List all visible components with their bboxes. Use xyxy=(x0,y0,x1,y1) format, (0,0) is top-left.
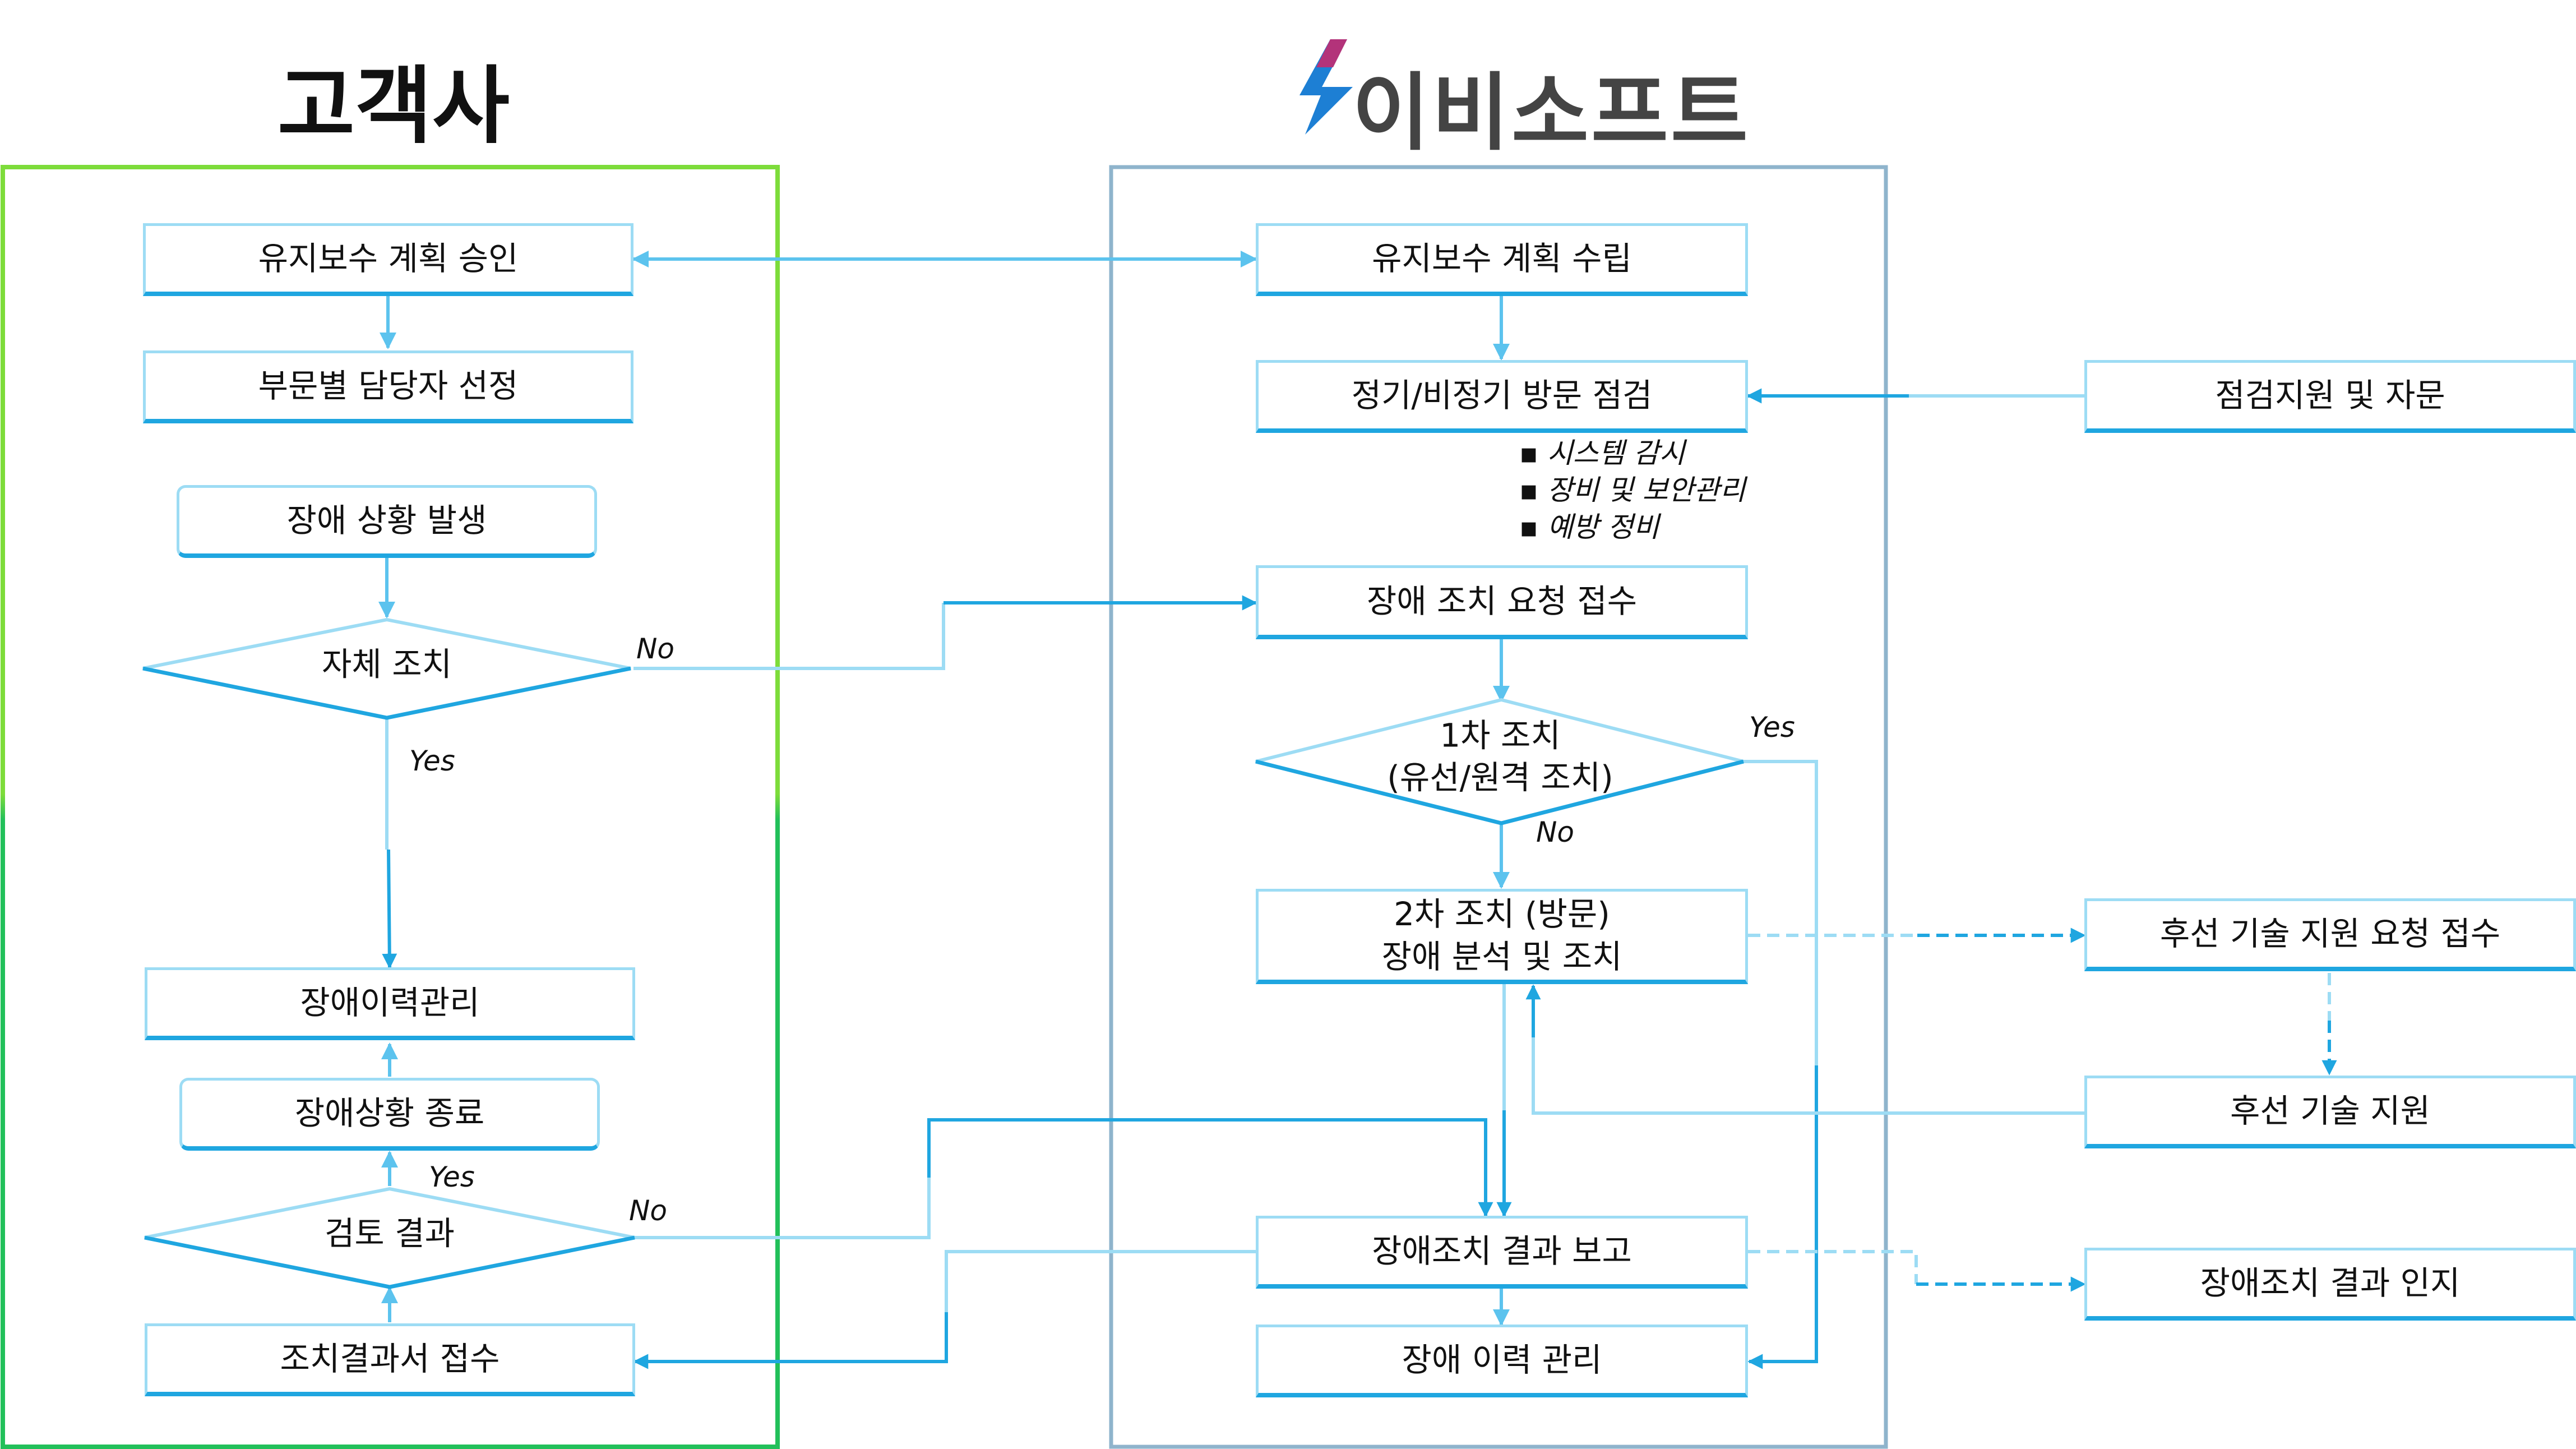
first-action-yes-label: Yes xyxy=(1749,711,1795,744)
first-action-line2: (유선/원격 조치) xyxy=(1387,759,1613,797)
report-box: 장애조치 결과 보고 xyxy=(1256,1216,1748,1289)
connector-review-no xyxy=(927,1118,1493,1217)
inspection-item: 예방 정비 xyxy=(1519,509,1746,546)
customer-title: 고객사 xyxy=(278,58,510,155)
support-advice-box: 점검지원 및 자문 xyxy=(2084,360,2576,433)
vendor-request-box: 후선 기술 지원 요청 접수 xyxy=(2084,898,2576,971)
connector-first-yes xyxy=(1741,760,1818,1065)
receive-report-box: 조치결과서 접수 xyxy=(145,1323,635,1396)
decision-first-action-edge xyxy=(1255,759,1744,825)
vendor-support-box: 후선 기술 지원 xyxy=(2084,1076,2576,1148)
inspection-box: 정기/비정기 방문 점검 xyxy=(1256,360,1748,433)
inspection-items: 시스템 감시 장비 및 보안관리 예방 정비 xyxy=(1519,435,1746,546)
customer-lane-frame xyxy=(1,165,780,1449)
review-result-label: 검토 결과 xyxy=(325,1214,455,1253)
incident-occurs-box: 장애 상황 발생 xyxy=(177,485,597,558)
provider-lane-frame xyxy=(1109,165,1888,1449)
review-no-label: No xyxy=(629,1194,667,1227)
self-action-label: 자체 조치 xyxy=(322,645,452,684)
second-action-box: 2차 조치 (방문) 장애 분석 및 조치 xyxy=(1256,889,1748,984)
history-mgmt-box: 장애이력관리 xyxy=(145,967,635,1040)
connector-report-back xyxy=(633,1312,948,1369)
provider-history-box: 장애 이력 관리 xyxy=(1256,1325,1748,1397)
make-plan-box: 유지보수 계획 수립 xyxy=(1256,223,1748,296)
second-action-line2: 장애 분석 및 조치 xyxy=(1381,937,1622,976)
connector-self-no xyxy=(633,603,945,670)
connector-first-yes-dark xyxy=(1747,1065,1818,1369)
self-action-yes-label: Yes xyxy=(409,745,455,777)
connector-report-back-light xyxy=(945,1250,1256,1312)
connector-vendor-back-light xyxy=(1532,1037,2084,1115)
self-action-no-label: No xyxy=(636,633,674,665)
brand-logo-icon xyxy=(1299,39,1353,135)
first-action-label: 1차 조치 (유선/원격 조치) xyxy=(1387,715,1613,800)
review-yes-label: Yes xyxy=(429,1161,475,1193)
decision-review-result-edge xyxy=(144,1235,635,1289)
incident-closed-box: 장애상황 종료 xyxy=(179,1078,600,1151)
first-action-no-label: No xyxy=(1536,816,1574,848)
approve-plan-box: 유지보수 계획 승인 xyxy=(143,223,633,296)
first-action-line1: 1차 조치 xyxy=(1440,716,1561,755)
connector-review-no-light xyxy=(633,1178,931,1239)
assign-manager-box: 부문별 담당자 선정 xyxy=(143,350,633,423)
provider-title: 이비소프트 xyxy=(1352,64,1751,162)
decision-self-action-edge xyxy=(142,666,631,720)
acknowledge-box: 장애조치 결과 인지 xyxy=(2084,1248,2576,1321)
inspection-item: 장비 및 보안관리 xyxy=(1519,472,1746,509)
receive-request-box: 장애 조치 요청 접수 xyxy=(1256,565,1748,639)
second-action-line1: 2차 조치 (방문) xyxy=(1394,895,1610,934)
inspection-item: 시스템 감시 xyxy=(1519,435,1746,472)
connector-self-yes-lower xyxy=(382,849,397,969)
